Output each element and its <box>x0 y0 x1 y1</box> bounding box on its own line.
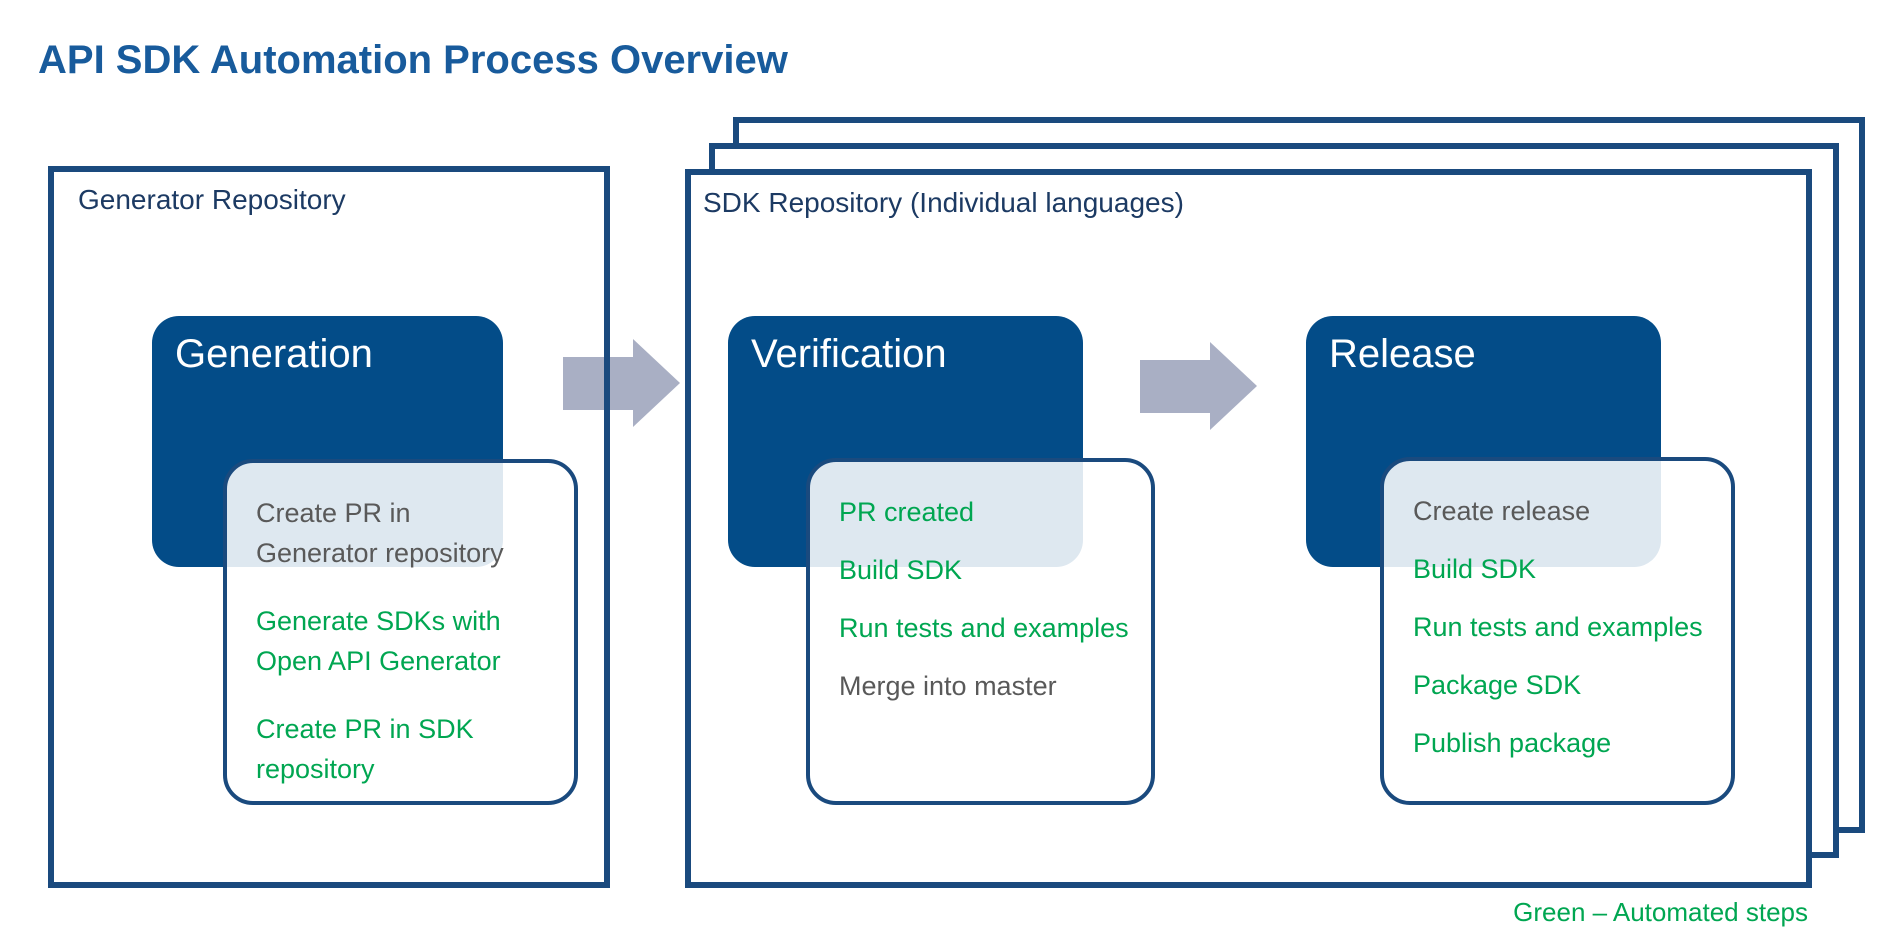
page-title: API SDK Automation Process Overview <box>38 38 788 82</box>
step-item: Run tests and examples <box>839 613 1129 643</box>
flow-arrow-icon <box>563 339 680 428</box>
steps-card-verification: PR created Build SDK Run tests and examp… <box>806 458 1155 805</box>
step-item: Create PR in SDK repository <box>256 714 474 784</box>
step-item: Package SDK <box>1413 670 1582 700</box>
step-item: PR created <box>839 497 975 527</box>
generator-repository-label: Generator Repository <box>78 184 346 215</box>
stage-title-generation: Generation <box>175 332 373 376</box>
step-item: Create PR in Generator repository <box>256 498 504 568</box>
step-item: Create release <box>1413 496 1591 526</box>
step-item: Run tests and examples <box>1413 612 1703 642</box>
stage-title-release: Release <box>1329 332 1476 376</box>
stage-title-verification: Verification <box>751 332 947 376</box>
arrow-shaft <box>563 357 633 410</box>
arrow-shaft <box>1140 360 1210 413</box>
step-item: Build SDK <box>839 555 963 585</box>
sdk-repository-label: SDK Repository (Individual languages) <box>703 187 1184 218</box>
step-item: Build SDK <box>1413 554 1537 584</box>
generator-repository-box: Generator Repository <box>48 166 610 888</box>
arrow-head <box>1210 342 1257 430</box>
steps-card-generation: Create PR in Generator repository Genera… <box>223 459 578 805</box>
step-item: Generate SDKs with Open API Generator <box>256 606 501 676</box>
step-item: Merge into master <box>839 671 1057 701</box>
arrow-head <box>633 339 680 427</box>
steps-card-release: Create release Build SDK Run tests and e… <box>1380 457 1735 805</box>
flow-arrow-icon <box>1140 342 1257 431</box>
legend-automated-steps: Green – Automated steps <box>1513 897 1808 927</box>
step-item: Publish package <box>1413 728 1612 758</box>
